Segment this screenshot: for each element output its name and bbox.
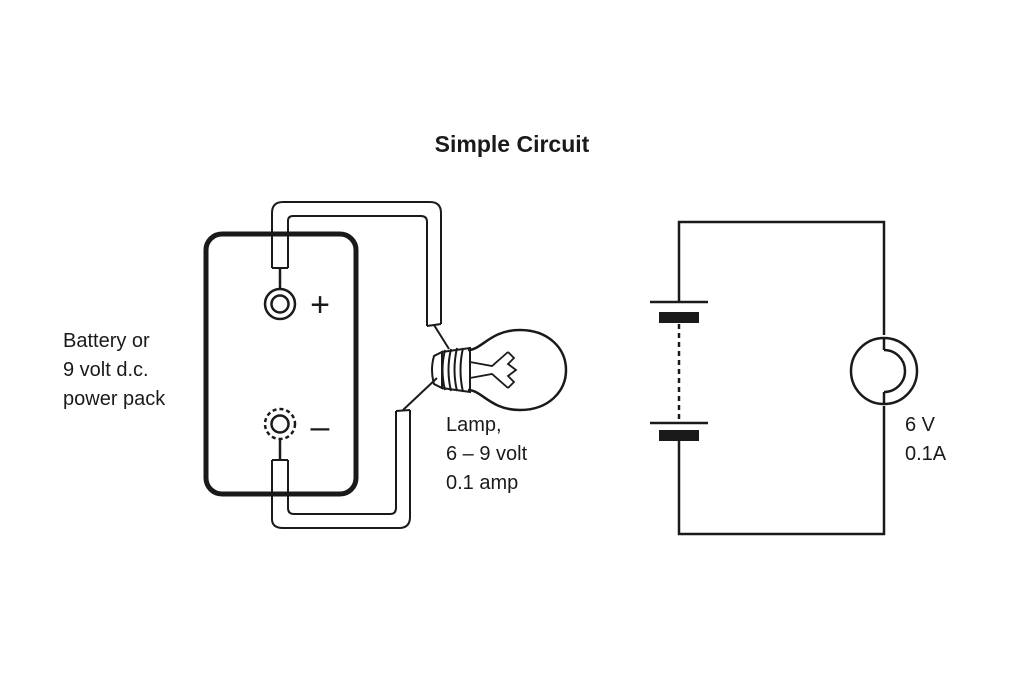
battery-label-line-3: power pack xyxy=(63,388,166,410)
bottom-wire xyxy=(271,409,411,529)
battery-label-line-1: Battery or xyxy=(63,330,150,352)
cell-1-short-plate xyxy=(659,312,699,323)
voltage-label: 6 V xyxy=(905,414,936,436)
battery-label: Battery or 9 volt d.c. power pack xyxy=(63,327,165,414)
schematic-circuit xyxy=(650,220,886,536)
lamp-label-line-2: 6 – 9 volt xyxy=(446,443,528,465)
lamp-bulb xyxy=(431,328,568,412)
battery-label-line-2: 9 volt d.c. xyxy=(63,359,149,381)
positive-symbol: + xyxy=(310,286,330,324)
schematic-rating-label: 6 V 0.1A xyxy=(905,411,946,469)
lamp-bottom-lead xyxy=(402,377,438,411)
cell-2-short-plate xyxy=(659,430,699,441)
diagram-title: Simple Circuit xyxy=(434,131,590,157)
negative-terminal xyxy=(263,407,297,441)
lamp-top-lead xyxy=(433,324,450,350)
positive-terminal xyxy=(263,287,297,321)
lamp-label: Lamp, 6 – 9 volt 0.1 amp xyxy=(446,411,527,498)
battery-body xyxy=(203,231,359,497)
negative-symbol: – xyxy=(311,408,330,446)
lamp-label-line-3: 0.1 amp xyxy=(446,472,519,494)
current-label: 0.1A xyxy=(905,443,947,465)
schematic-lamp-icon xyxy=(849,336,919,406)
lamp-label-line-1: Lamp, xyxy=(446,414,502,436)
